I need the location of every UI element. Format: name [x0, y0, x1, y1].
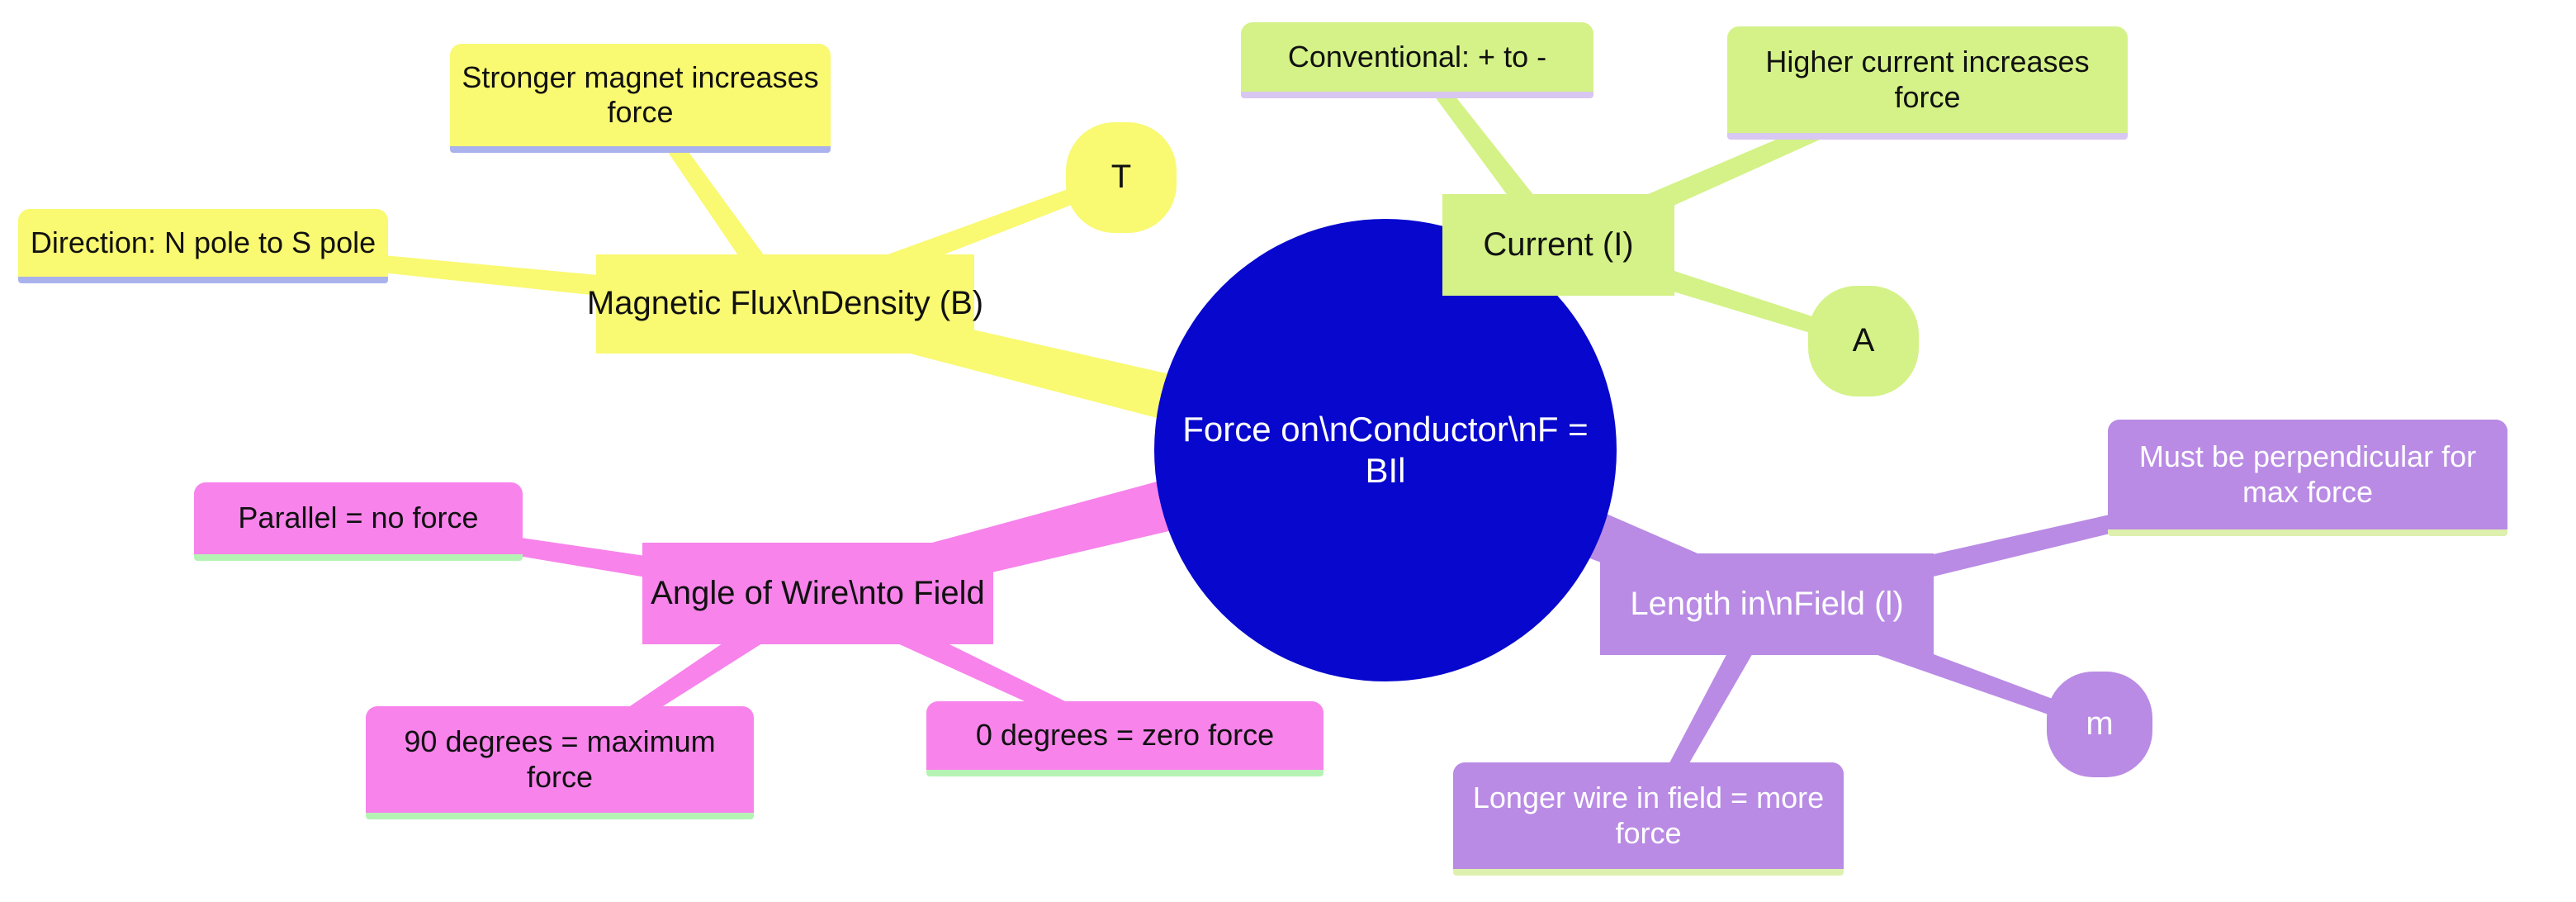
- leaf-node-conventional-current: Conventional: + to -: [1241, 22, 1593, 98]
- node-label-line: Length in\nField (l): [1630, 585, 1904, 622]
- leaf-node-direction-n-to-s: Direction: N pole to S pole: [18, 209, 388, 283]
- leaf-node-0-degrees-zero-force: 0 degrees = zero force: [926, 701, 1324, 776]
- node-label-line: Conventional: + to -: [1287, 39, 1547, 74]
- branch-node-current: Current (I): [1442, 194, 1674, 296]
- node-label-line: force: [1615, 815, 1682, 850]
- node-label-line: Force on\nConductor\nF =: [1182, 410, 1589, 449]
- unit-tesla-node: T: [1066, 122, 1177, 233]
- node-label-line: Angle of Wire\nto Field: [651, 574, 985, 611]
- branch-node-angle-of-wire: Angle of Wire\nto Field: [642, 543, 993, 644]
- node-label-line: Longer wire in field = more: [1472, 781, 1825, 815]
- node-label-line: m: [2086, 705, 2114, 743]
- node-label-line: 90 degrees = maximum: [404, 724, 716, 759]
- node-label-line: Must be perpendicular for: [2138, 439, 2477, 474]
- node-label-line: BIl: [1365, 451, 1406, 490]
- node-label-line: Direction: N pole to S pole: [30, 225, 376, 259]
- root-node-force-on-conductor: Force on\nConductor\nF =BIl: [1154, 219, 1617, 681]
- unit-ampere-node: A: [1808, 286, 1919, 396]
- node-label-line: Higher current increases: [1765, 45, 2090, 79]
- branch-node-magnetic-flux-density: Magnetic Flux\nDensity (B): [587, 254, 983, 354]
- node-label-line: max force: [2242, 474, 2374, 509]
- node-label-line: force: [1894, 79, 1961, 114]
- node-label-line: force: [607, 95, 674, 129]
- node-label-line: Parallel = no force: [238, 501, 479, 535]
- node-label-line: Current (I): [1483, 226, 1634, 263]
- unit-metre-node: m: [2047, 672, 2152, 777]
- leaf-node-parallel-no-force: Parallel = no force: [194, 482, 523, 561]
- node-label-line: force: [526, 759, 594, 794]
- node-label-line: T: [1110, 159, 1132, 196]
- node-label-line: 0 degrees = zero force: [975, 718, 1275, 752]
- node-label-line: Magnetic Flux\nDensity (B): [586, 285, 984, 322]
- branch-node-length-in-field: Length in\nField (l): [1600, 553, 1934, 655]
- node-label-line: Stronger magnet increases: [462, 59, 819, 94]
- node-label-line: A: [1852, 322, 1875, 359]
